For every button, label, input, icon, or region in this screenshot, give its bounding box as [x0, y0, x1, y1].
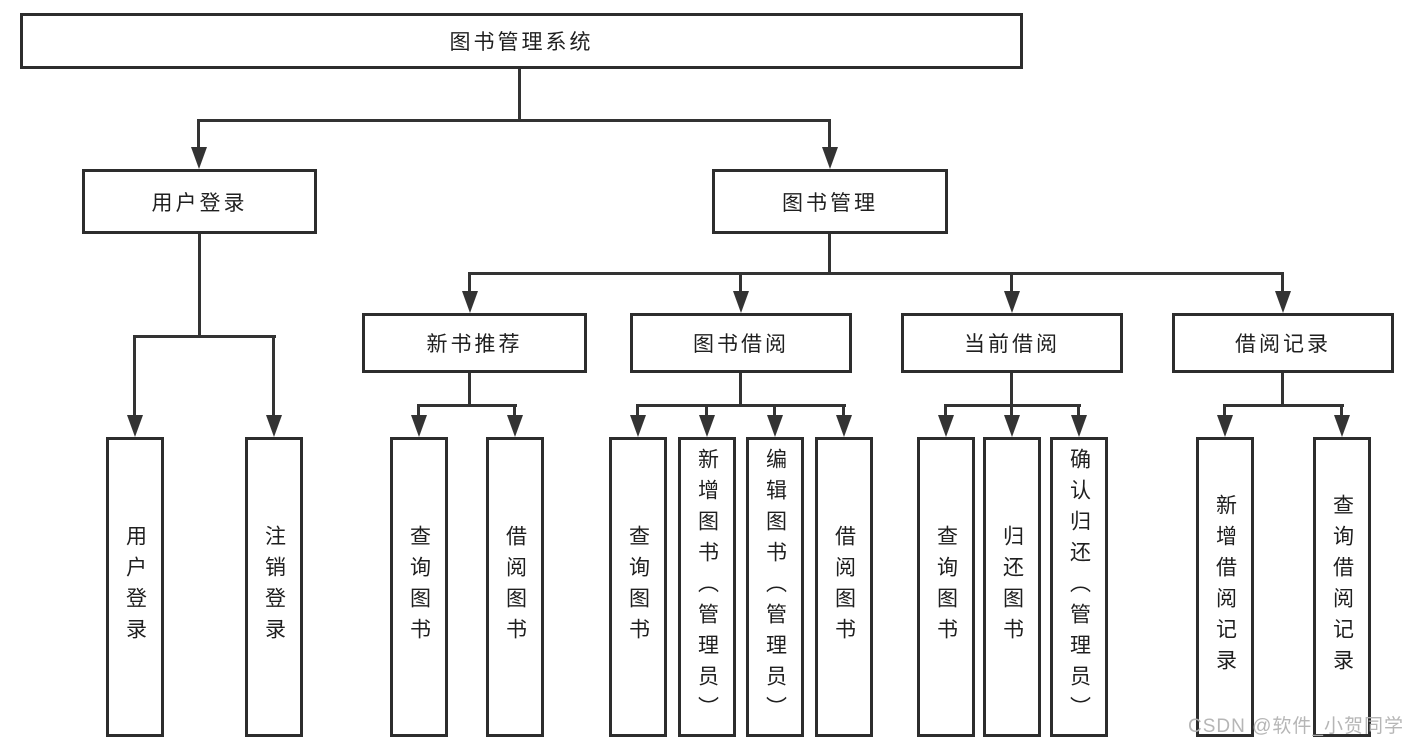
- leaf-records-query-label: 查询借阅记录: [1330, 494, 1354, 680]
- arrow-down-icon: [1334, 415, 1350, 437]
- connector-drop-borrow-add: [705, 404, 708, 417]
- connector-user-login-stem: [198, 234, 201, 338]
- connector-drop-current-query: [944, 404, 947, 417]
- leaf-newbook-borrow: 借阅图书: [486, 437, 544, 737]
- connector-user-login-hline: [133, 335, 276, 338]
- node-user-login-label: 用户登录: [151, 191, 248, 215]
- arrow-down-icon: [938, 415, 954, 437]
- arrow-down-icon: [266, 415, 282, 437]
- leaf-borrow-edit-label: 编辑图书（管理员）: [763, 447, 787, 727]
- connector-borrow-records-hline: [1223, 404, 1344, 407]
- node-borrow-records: 借阅记录: [1172, 313, 1394, 373]
- arrow-down-icon: [507, 415, 523, 437]
- arrow-down-icon: [1004, 415, 1020, 437]
- leaf-newbook-query: 查询图书: [390, 437, 448, 737]
- connector-drop-leaf-logout: [272, 335, 275, 417]
- connector-drop-current-confirm: [1077, 404, 1080, 417]
- leaf-borrow-add: 新增图书（管理员）: [678, 437, 736, 737]
- connector-level3-hline: [468, 272, 1284, 275]
- connector-new-book-stem: [468, 373, 471, 407]
- node-book-borrow-label: 图书借阅: [693, 333, 789, 356]
- connector-drop-borrow-records: [1281, 272, 1284, 293]
- leaf-current-return: 归还图书: [983, 437, 1041, 737]
- connector-drop-newbook-borrow: [513, 404, 516, 417]
- leaf-current-return-label: 归还图书: [1000, 525, 1024, 649]
- leaf-borrow-borrow-label: 借阅图书: [832, 525, 856, 649]
- connector-drop-borrow-borrow: [842, 404, 845, 417]
- connector-drop-records-query: [1340, 404, 1343, 417]
- node-current-borrow-label: 当前借阅: [964, 333, 1060, 356]
- node-current-borrow: 当前借阅: [901, 313, 1123, 373]
- node-borrow-records-label: 借阅记录: [1235, 333, 1331, 356]
- leaf-newbook-query-label: 查询图书: [407, 525, 431, 649]
- connector-book-borrow-stem: [739, 373, 742, 407]
- node-user-login: 用户登录: [82, 169, 317, 234]
- connector-drop-leaf-user-login: [133, 335, 136, 417]
- connector-borrow-records-stem: [1281, 373, 1284, 407]
- leaf-records-add-label: 新增借阅记录: [1213, 494, 1237, 680]
- node-root: 图书管理系统: [20, 13, 1023, 69]
- leaf-borrow-query-label: 查询图书: [626, 525, 650, 649]
- connector-root-stem: [518, 69, 521, 121]
- node-new-book-recommend-label: 新书推荐: [426, 333, 523, 356]
- connector-drop-current-borrow: [1010, 272, 1013, 293]
- connector-book-borrow-hline: [636, 404, 846, 407]
- node-book-management: 图书管理: [712, 169, 948, 234]
- arrow-down-icon: [733, 291, 749, 313]
- arrow-down-icon: [836, 415, 852, 437]
- connector-drop-newbook-query: [417, 404, 420, 417]
- connector-level2-hline: [197, 119, 831, 122]
- arrow-down-icon: [1217, 415, 1233, 437]
- leaf-user-login: 用户登录: [106, 437, 164, 737]
- leaf-borrow-edit: 编辑图书（管理员）: [746, 437, 804, 737]
- connector-drop-current-return: [1010, 404, 1013, 417]
- connector-drop-book-management: [828, 119, 831, 149]
- leaf-current-confirm-label: 确认归还（管理员）: [1067, 447, 1091, 727]
- connector-new-book-hline: [417, 404, 517, 407]
- node-book-management-label: 图书管理: [782, 191, 878, 215]
- leaf-current-query-label: 查询图书: [934, 525, 958, 649]
- leaf-current-query: 查询图书: [917, 437, 975, 737]
- arrow-down-icon: [1071, 415, 1087, 437]
- arrow-down-icon: [411, 415, 427, 437]
- arrow-down-icon: [767, 415, 783, 437]
- connector-drop-records-add: [1223, 404, 1226, 417]
- csdn-watermark: CSDN @软件_小贺同学: [1188, 716, 1404, 737]
- connector-drop-borrow-edit: [773, 404, 776, 417]
- arrow-down-icon: [1275, 291, 1291, 313]
- node-root-label: 图书管理系统: [449, 31, 594, 54]
- leaf-borrow-add-label: 新增图书（管理员）: [695, 447, 719, 727]
- connector-current-borrow-stem: [1010, 373, 1013, 407]
- leaf-current-confirm: 确认归还（管理员）: [1050, 437, 1108, 737]
- connector-drop-borrow-query: [636, 404, 639, 417]
- connector-book-management-stem: [828, 234, 831, 275]
- leaf-records-query: 查询借阅记录: [1313, 437, 1371, 737]
- arrow-down-icon: [822, 147, 838, 169]
- arrow-down-icon: [1004, 291, 1020, 313]
- leaf-logout: 注销登录: [245, 437, 303, 737]
- leaf-logout-label: 注销登录: [262, 525, 286, 649]
- node-book-borrow: 图书借阅: [630, 313, 852, 373]
- leaf-records-add: 新增借阅记录: [1196, 437, 1254, 737]
- connector-drop-new-book: [468, 272, 471, 293]
- arrow-down-icon: [462, 291, 478, 313]
- node-new-book-recommend: 新书推荐: [362, 313, 587, 373]
- leaf-user-login-label: 用户登录: [123, 525, 147, 649]
- leaf-borrow-borrow: 借阅图书: [815, 437, 873, 737]
- leaf-newbook-borrow-label: 借阅图书: [503, 525, 527, 649]
- arrow-down-icon: [127, 415, 143, 437]
- connector-drop-user-login: [197, 119, 200, 149]
- arrow-down-icon: [191, 147, 207, 169]
- arrow-down-icon: [630, 415, 646, 437]
- leaf-borrow-query: 查询图书: [609, 437, 667, 737]
- arrow-down-icon: [699, 415, 715, 437]
- connector-drop-book-borrow: [739, 272, 742, 293]
